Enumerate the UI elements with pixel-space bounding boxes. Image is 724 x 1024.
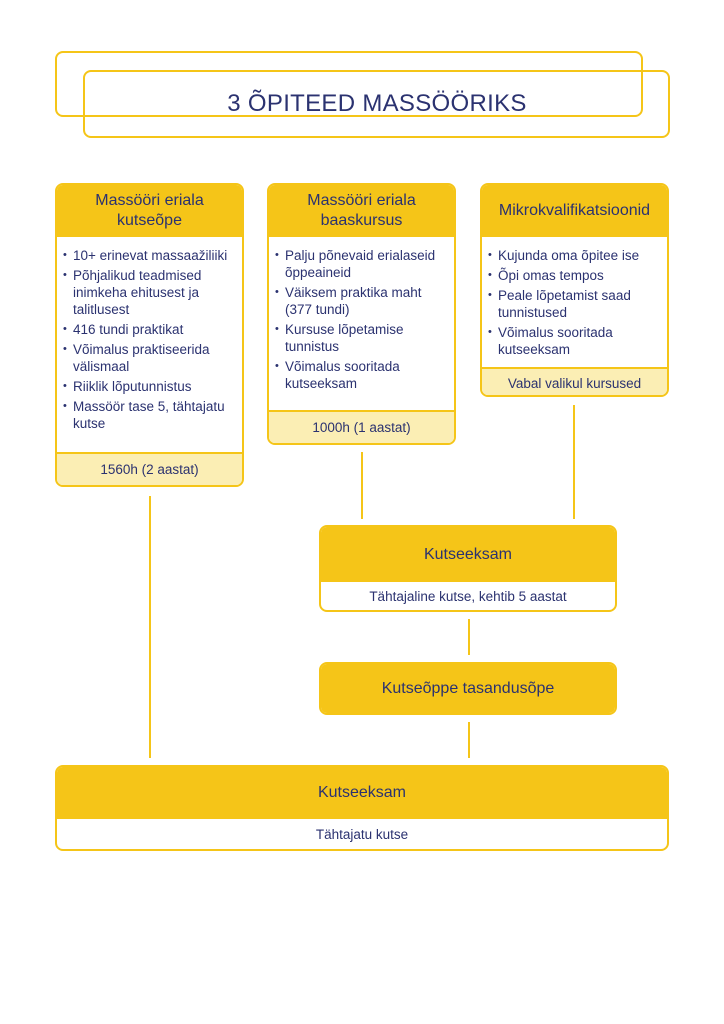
- program-duration: 1000h (1 aastat): [269, 410, 454, 443]
- program-card-mikrokvalifikatsioonid: Mikrokvalifikatsioonid Kujunda oma õpite…: [480, 183, 669, 397]
- program-features: 10+ erinevat massaažiliiki Põhjalikud te…: [57, 237, 242, 452]
- exam-note: Tähtajaline kutse, kehtib 5 aastat: [369, 588, 567, 604]
- feature-item: Riiklik lõputunnistus: [63, 378, 238, 395]
- exam-box-temporary: Kutseeksam Tähtajaline kutse, kehtib 5 a…: [319, 525, 617, 612]
- program-features: Kujunda oma õpitee ise Õpi omas tempos P…: [482, 237, 667, 367]
- feature-item: Väiksem praktika maht (377 tundi): [275, 284, 450, 318]
- connector-line: [468, 722, 470, 758]
- supplementary-course-box: Kutseõppe tasandusõpe: [319, 662, 617, 715]
- feature-item: Kursuse lõpetamise tunnistus: [275, 321, 450, 355]
- feature-item: Võimalus sooritada kutseeksam: [275, 358, 450, 392]
- feature-item: Peale lõpetamist saad tunnistused: [488, 287, 663, 321]
- connector-line: [149, 496, 151, 758]
- connector-line: [361, 452, 363, 519]
- feature-item: Massöör tase 5, tähtajatu kutse: [63, 398, 238, 432]
- feature-item: Palju põnevaid erialaseid õppeaineid: [275, 247, 450, 281]
- connector-line: [468, 619, 470, 655]
- program-duration: Vabal valikul kursused: [482, 367, 667, 395]
- program-header: Massööri eriala kutseõpe: [57, 185, 242, 237]
- feature-item: Kujunda oma õpitee ise: [488, 247, 663, 264]
- feature-item: 416 tundi praktikat: [63, 321, 238, 338]
- title-frame-front: [83, 70, 670, 138]
- program-header: Mikrokvalifikatsioonid: [482, 185, 667, 237]
- program-card-baaskursus: Massööri eriala baaskursus Palju põnevai…: [267, 183, 456, 445]
- feature-item: Võimalus praktiseerida välismaal: [63, 341, 238, 375]
- title-frame-back: [55, 51, 643, 117]
- exam-header: Kutseeksam: [57, 767, 667, 819]
- feature-item: 10+ erinevat massaažiliiki: [63, 247, 238, 264]
- exam-box-permanent: Kutseeksam Tähtajatu kutse: [55, 765, 669, 851]
- program-header: Massööri eriala baaskursus: [269, 185, 454, 237]
- exam-note: Tähtajatu kutse: [315, 826, 409, 842]
- program-card-kutseope: Massööri eriala kutseõpe 10+ erinevat ma…: [55, 183, 244, 487]
- feature-item: Võimalus sooritada kutseeksam: [488, 324, 663, 358]
- supplementary-header: Kutseõppe tasandusõpe: [321, 664, 615, 713]
- program-duration: 1560h (2 aastat): [57, 452, 242, 485]
- program-features: Palju põnevaid erialaseid õppeaineid Väi…: [269, 237, 454, 410]
- feature-item: Õpi omas tempos: [488, 267, 663, 284]
- page-title: 3 ÕPITEED MASSÖÖRIKS: [227, 90, 527, 117]
- feature-item: Põhjalikud teadmised inimkeha ehitusest …: [63, 267, 238, 318]
- connector-line: [573, 405, 575, 519]
- exam-header: Kutseeksam: [321, 527, 615, 582]
